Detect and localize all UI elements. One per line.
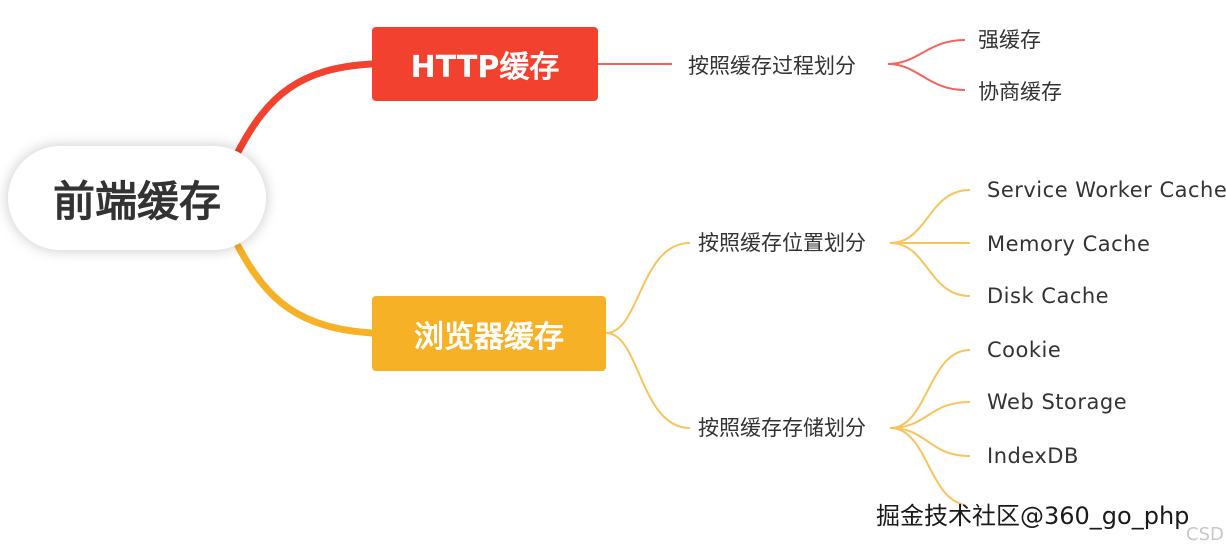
leaf-service-worker-cache[interactable]: Service Worker Cache <box>987 178 1226 202</box>
connector-browser-sub-1-leaf-3 <box>889 242 971 297</box>
leaf-strong-cache[interactable]: 强缓存 <box>978 28 1041 52</box>
http-cache-node[interactable]: HTTP缓存 <box>372 27 598 101</box>
leaf-negotiation-cache[interactable]: 协商缓存 <box>978 80 1062 104</box>
leaf-indexdb[interactable]: IndexDB <box>987 444 1079 468</box>
connector-browser-sub-2-leaf-1 <box>889 349 971 429</box>
leaf-web-storage[interactable]: Web Storage <box>987 390 1128 414</box>
connector-browser-sub-2 <box>605 332 691 429</box>
connector-root-http <box>234 60 376 156</box>
connector-browser-sub-1-leaf-1 <box>889 189 971 244</box>
http-cache-node-label: HTTP缓存 <box>410 50 560 85</box>
connector-browser-sub-2-leaf-2 <box>889 401 971 429</box>
leaf-disk-cache[interactable]: Disk Cache <box>987 284 1110 308</box>
leaf-cookie[interactable]: Cookie <box>987 338 1062 362</box>
connector-http-sub-leaf-1 <box>887 39 966 65</box>
root-node-label: 前端缓存 <box>52 176 221 226</box>
connector-browser-sub-1 <box>605 242 691 334</box>
connector-browser-sub-2-leaf-4 <box>889 427 967 506</box>
browser-cache-node[interactable]: 浏览器缓存 <box>372 296 606 371</box>
browser-sub-location-label[interactable]: 按照缓存位置划分 <box>698 231 866 255</box>
connector-root-browser <box>234 242 376 337</box>
browser-sub-storage-label[interactable]: 按照缓存存储划分 <box>698 416 866 440</box>
root-node[interactable]: 前端缓存 <box>8 146 266 250</box>
connector-http-sub-leaf-2 <box>887 63 966 91</box>
watermark-text: 掘金技术社区@360_go_php <box>876 502 1190 530</box>
leaf-memory-cache[interactable]: Memory Cache <box>987 232 1151 256</box>
corner-watermark: CSD <box>1186 524 1224 545</box>
connector-browser-sub-2-leaf-3 <box>889 427 971 457</box>
http-sub-label[interactable]: 按照缓存过程划分 <box>688 54 856 78</box>
browser-cache-node-label: 浏览器缓存 <box>414 319 564 355</box>
